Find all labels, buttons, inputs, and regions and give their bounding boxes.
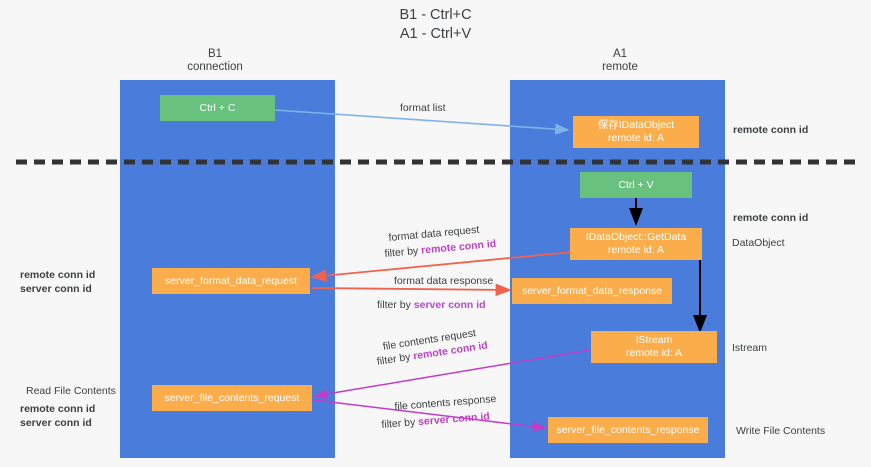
left-column-header: B1 connection bbox=[155, 48, 275, 74]
title-line-1: B1 - Ctrl+C bbox=[399, 7, 472, 23]
node-getdata[interactable]: IDataObject::GetData remote id: A bbox=[570, 228, 702, 260]
edge-label-file-contents-response-text: file contents response bbox=[394, 392, 497, 413]
diagram-title: B1 - Ctrl+C A1 - Ctrl+V bbox=[0, 6, 871, 44]
filter-prefix: filter by bbox=[384, 244, 422, 260]
annotation-left-remote-conn-id: remote conn id bbox=[20, 269, 96, 281]
arrow-format-data-response bbox=[311, 283, 512, 297]
edge-label-format-data-response: format data response bbox=[394, 275, 494, 287]
title-line-2: A1 - Ctrl+V bbox=[399, 26, 472, 42]
filter-prefix: filter by bbox=[376, 350, 415, 368]
left-column-title: B1 bbox=[207, 48, 223, 60]
right-column-header: A1 remote bbox=[560, 48, 680, 74]
node-server-file-contents-response-label: server_file_contents_response bbox=[556, 423, 700, 436]
node-istream[interactable]: IStream remote id: A bbox=[591, 331, 717, 363]
node-idataobject-line1: 保存IDataObject bbox=[597, 119, 675, 131]
annotation-right-write-file-contents: Write File Contents bbox=[736, 425, 826, 437]
node-istream-line2: remote id: A bbox=[625, 347, 683, 359]
filter-key-server-conn-id: server conn id bbox=[417, 410, 491, 429]
edge-label-format-list: format list bbox=[400, 102, 446, 114]
edge-label-format-data-response-filter: filter by server conn id bbox=[377, 299, 486, 312]
node-server-format-data-response[interactable]: server_format_data_response bbox=[512, 278, 672, 304]
node-server-file-contents-request[interactable]: server_file_contents_request bbox=[152, 385, 312, 411]
node-server-file-contents-request-label: server_file_contents_request bbox=[164, 391, 300, 404]
annotation-right-istream: Istream bbox=[732, 342, 768, 354]
node-server-file-contents-response[interactable]: server_file_contents_response bbox=[548, 417, 708, 443]
node-idataobject-line2: remote id: A bbox=[607, 132, 665, 144]
filter-key-server-conn-id: server conn id bbox=[413, 299, 486, 311]
node-server-format-data-request-label: server_format_data_request bbox=[165, 274, 297, 287]
annotation-left-bottom-remote-conn-id: remote conn id bbox=[20, 403, 96, 415]
annotation-right-dataobject: DataObject bbox=[732, 237, 785, 249]
node-server-format-data-response-label: server_format_data_response bbox=[521, 284, 663, 297]
filter-prefix: filter by bbox=[381, 416, 419, 431]
right-column-subtitle: remote bbox=[602, 61, 638, 73]
node-idataobject[interactable]: 保存IDataObject remote id: A bbox=[573, 116, 699, 148]
node-server-format-data-request[interactable]: server_format_data_request bbox=[152, 268, 310, 294]
annotation-left-read-file-contents: Read File Contents bbox=[26, 385, 116, 397]
node-getdata-line2: remote id: A bbox=[607, 244, 665, 256]
left-column-subtitle: connection bbox=[187, 61, 243, 73]
annotation-left-server-conn-id: server conn id bbox=[20, 283, 92, 295]
right-column-title: A1 bbox=[612, 48, 628, 60]
node-ctrl-c-label: Ctrl + C bbox=[199, 101, 236, 114]
node-ctrl-c[interactable]: Ctrl + C bbox=[160, 95, 275, 121]
annotation-right-top-remote-conn-id: remote conn id bbox=[733, 124, 809, 136]
filter-prefix: filter by bbox=[377, 299, 414, 311]
node-ctrl-v[interactable]: Ctrl + V bbox=[580, 172, 692, 198]
node-istream-line1: IStream bbox=[635, 334, 673, 346]
annotation-left-bottom-server-conn-id: server conn id bbox=[20, 417, 92, 429]
node-getdata-line1: IDataObject::GetData bbox=[585, 231, 687, 243]
annotation-right-mid-remote-conn-id: remote conn id bbox=[733, 212, 809, 224]
node-ctrl-v-label: Ctrl + V bbox=[618, 178, 654, 191]
